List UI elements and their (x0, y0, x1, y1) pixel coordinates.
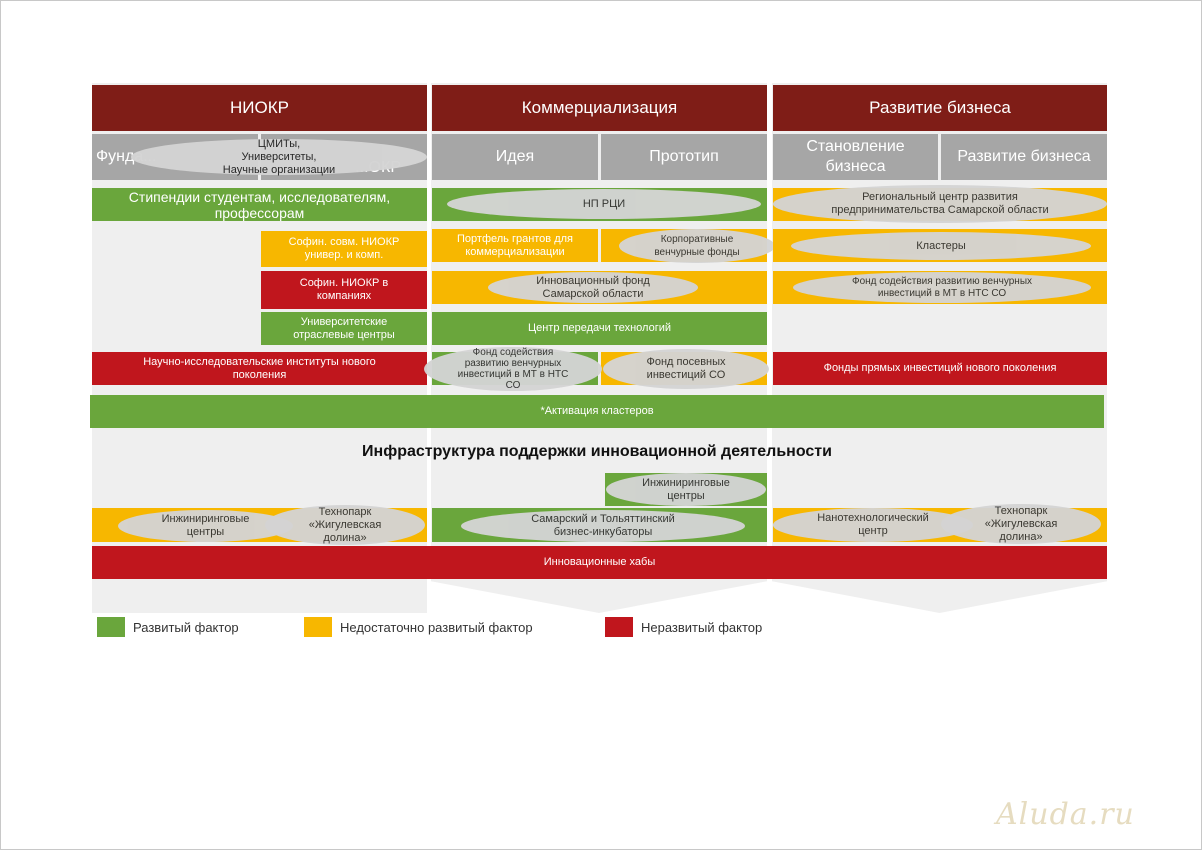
cell-tech-transfer: Центр передачи технологий (432, 312, 767, 345)
cell-scholarships: Стипендии студентам, исследователям, про… (92, 188, 427, 221)
header-business: Развитие бизнеса (773, 85, 1107, 131)
cell-grants: Портфель грантов для коммерциализации (432, 229, 598, 262)
oval-technopark-left: Технопарк «Жигулевская долина» (265, 505, 425, 545)
oval-eng-centers-mid: Инжиниринговые центры (606, 473, 766, 506)
infra-title: Инфраструктура поддержки инновационной д… (362, 443, 832, 460)
oval-innov-fund: Инновационный фонд Самарской области (488, 272, 698, 303)
oval-cmit: ЦМИТы, Университеты, Научные организации (131, 138, 427, 176)
subheader-business-formation: Становление бизнеса (773, 134, 938, 180)
header-commercialization: Коммерциализация (432, 85, 767, 131)
hubs-bar: Инновационные хабы (92, 546, 1107, 579)
oval-venture-fund-mid: Фонд содействия развитию венчурных инвес… (424, 347, 602, 391)
oval-eng-centers-left: Инжиниринговые центры (118, 510, 293, 542)
oval-technopark-right: Технопарк «Жигулевская долина» (941, 504, 1101, 544)
cell-cofin-univ: Софин. совм. НИОКР универ. и комп. (261, 231, 427, 267)
subheader-business-development: Развитие бизнеса (941, 134, 1107, 180)
cell-research-institutes: Научно-исследовательские институты новог… (92, 352, 427, 385)
oval-incubators: Самарский и Тольяттинский бизнес-инкубат… (461, 510, 745, 542)
oval-np-rci: НП РЦИ (447, 189, 761, 219)
header-niokr: НИОКР (92, 85, 427, 131)
legend-label-insufficient: Недостаточно развитый фактор (340, 619, 533, 635)
subheader-idea: Идея (432, 134, 598, 180)
oval-corp-funds: Корпоративные венчурные фонды (619, 229, 775, 263)
legend-swatch-green (97, 617, 125, 637)
legend-swatch-red (605, 617, 633, 637)
oval-nano-center: Нанотехнологический центр (773, 508, 973, 542)
oval-clusters: Кластеры (791, 232, 1091, 260)
cell-cofin-companies: Софин. НИОКР в компаниях (261, 271, 427, 309)
watermark-logo: Aluda.ru (996, 797, 1135, 832)
oval-regional-center: Региональный центр развития предпринимат… (773, 185, 1107, 223)
legend-label-developed: Развитый фактор (133, 619, 239, 635)
oval-seed-fund: Фонд посевных инвестиций СО (603, 349, 769, 389)
oval-venture-fund-right: Фонд содействия развитию венчурных инвес… (793, 272, 1091, 303)
cell-pe-funds: Фонды прямых инвестиций нового поколения (773, 352, 1107, 385)
subheader-prototype: Прототип (601, 134, 767, 180)
activation-bar: *Активация кластеров (90, 395, 1104, 428)
legend-swatch-yellow (304, 617, 332, 637)
cell-univ-centers: Университетские отраслевые центры (261, 312, 427, 345)
legend-label-undeveloped: Неразвитый фактор (641, 619, 763, 635)
